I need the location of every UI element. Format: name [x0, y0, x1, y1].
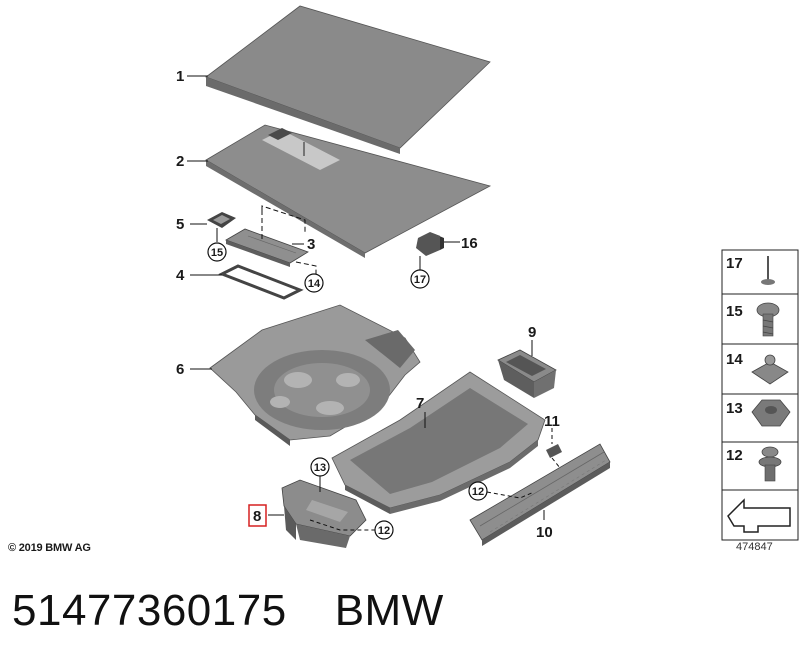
part-4-frame [218, 264, 304, 300]
highlight-box-8 [248, 504, 267, 527]
callout-11: 11 [544, 413, 560, 430]
callout-2: 2 [176, 153, 184, 170]
callout-16: 16 [461, 235, 478, 252]
part-number: 51477360175 [12, 586, 287, 635]
circled-15 [207, 242, 227, 262]
clip-nut-icon [751, 354, 789, 385]
screw-icon [756, 302, 780, 337]
part-3-lid [225, 228, 309, 267]
part-9-small-box [497, 349, 557, 398]
fastener-legend: 17 15 14 13 12 [721, 249, 799, 541]
circled-14-label: 14 [308, 278, 321, 290]
circled-12-a-label: 12 [378, 525, 390, 537]
callout-8: 8 [253, 508, 261, 525]
diagram-reference-number: 474847 [736, 541, 773, 553]
callout-9: 9 [528, 324, 536, 341]
circled-14 [304, 273, 324, 293]
circled-15-label: 15 [211, 247, 223, 259]
callout-5: 5 [176, 216, 184, 233]
legend-item-15: 15 [726, 303, 743, 320]
part-16-bracket [416, 232, 444, 256]
circled-13-label: 13 [314, 462, 326, 474]
callout-6: 6 [176, 361, 184, 378]
part-8-side-bracket [281, 479, 367, 548]
circled-17 [410, 269, 430, 289]
nut-icon [751, 399, 791, 427]
part-6-wheel-well-tray [209, 304, 421, 446]
part-2-floor-panel [205, 124, 492, 258]
copyright-notice: © 2019 BMW AG [8, 542, 91, 554]
legend-item-13: 13 [726, 400, 743, 417]
callout-1: 1 [176, 68, 184, 85]
callout-4: 4 [176, 267, 185, 284]
brand-name: BMW [334, 586, 444, 635]
part-number-line: 51477360175 BMW [12, 586, 444, 636]
legend-item-17: 17 [726, 255, 743, 272]
expanding-rivet-icon [758, 446, 782, 482]
part-10-sill-trim [469, 443, 611, 546]
legend-item-12: 12 [726, 447, 743, 464]
pin-fastener-icon [761, 256, 775, 285]
callout-10: 10 [536, 524, 553, 541]
circled-12-b-label: 12 [472, 486, 484, 498]
part-1-trunk-cover [205, 5, 491, 154]
part-11-clip [546, 444, 562, 458]
part-5-clip [207, 212, 236, 228]
circled-17-label: 17 [414, 274, 426, 286]
legend-item-14: 14 [726, 351, 743, 368]
callout-3: 3 [307, 236, 315, 253]
circled-12-b [468, 481, 488, 501]
callout-7: 7 [416, 395, 424, 412]
part-7-storage-tub [331, 371, 546, 514]
arrow-symbol-icon [727, 498, 791, 533]
